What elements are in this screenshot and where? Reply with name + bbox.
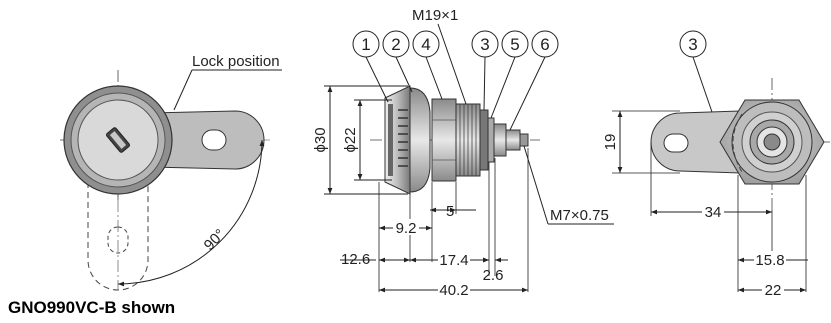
angle-label: 90°	[201, 226, 229, 254]
dim-phi22: ϕ22	[342, 127, 359, 152]
dim-17-4: 17.4	[439, 252, 468, 269]
dim-40-2: 40.2	[439, 282, 468, 299]
front-view: Lock position 90°	[60, 53, 282, 291]
caption: GNO990VC-B shown	[8, 298, 176, 317]
dim-5: 5	[446, 203, 454, 220]
dim-2-6: 2.6	[483, 267, 504, 284]
callout-3: 3	[480, 35, 489, 54]
dim-15-8: 15.8	[755, 252, 784, 269]
dim-22: 22	[765, 282, 782, 299]
side-view: 1 2 4 3 5 6 M19×1 M7×0.75	[312, 7, 614, 299]
callout-6: 6	[540, 35, 549, 54]
dim-19: 19	[602, 134, 619, 151]
callout-4: 4	[421, 35, 430, 54]
rear-view: 3 19 34 15.8 22	[602, 30, 830, 299]
thread-main-label: M19×1	[412, 7, 458, 24]
callout-5: 5	[510, 35, 519, 54]
callout-3-rear: 3	[688, 35, 697, 54]
lock-position-label: Lock position	[192, 53, 280, 70]
dim-12-6: 12.6	[341, 251, 370, 268]
dim-9-2: 9.2	[396, 220, 417, 237]
thread-small-label: M7×0.75	[550, 207, 609, 224]
callout-1: 1	[361, 35, 370, 54]
dim-34: 34	[705, 204, 722, 221]
callout-2: 2	[391, 35, 400, 54]
dim-phi30: ϕ30	[312, 127, 329, 152]
